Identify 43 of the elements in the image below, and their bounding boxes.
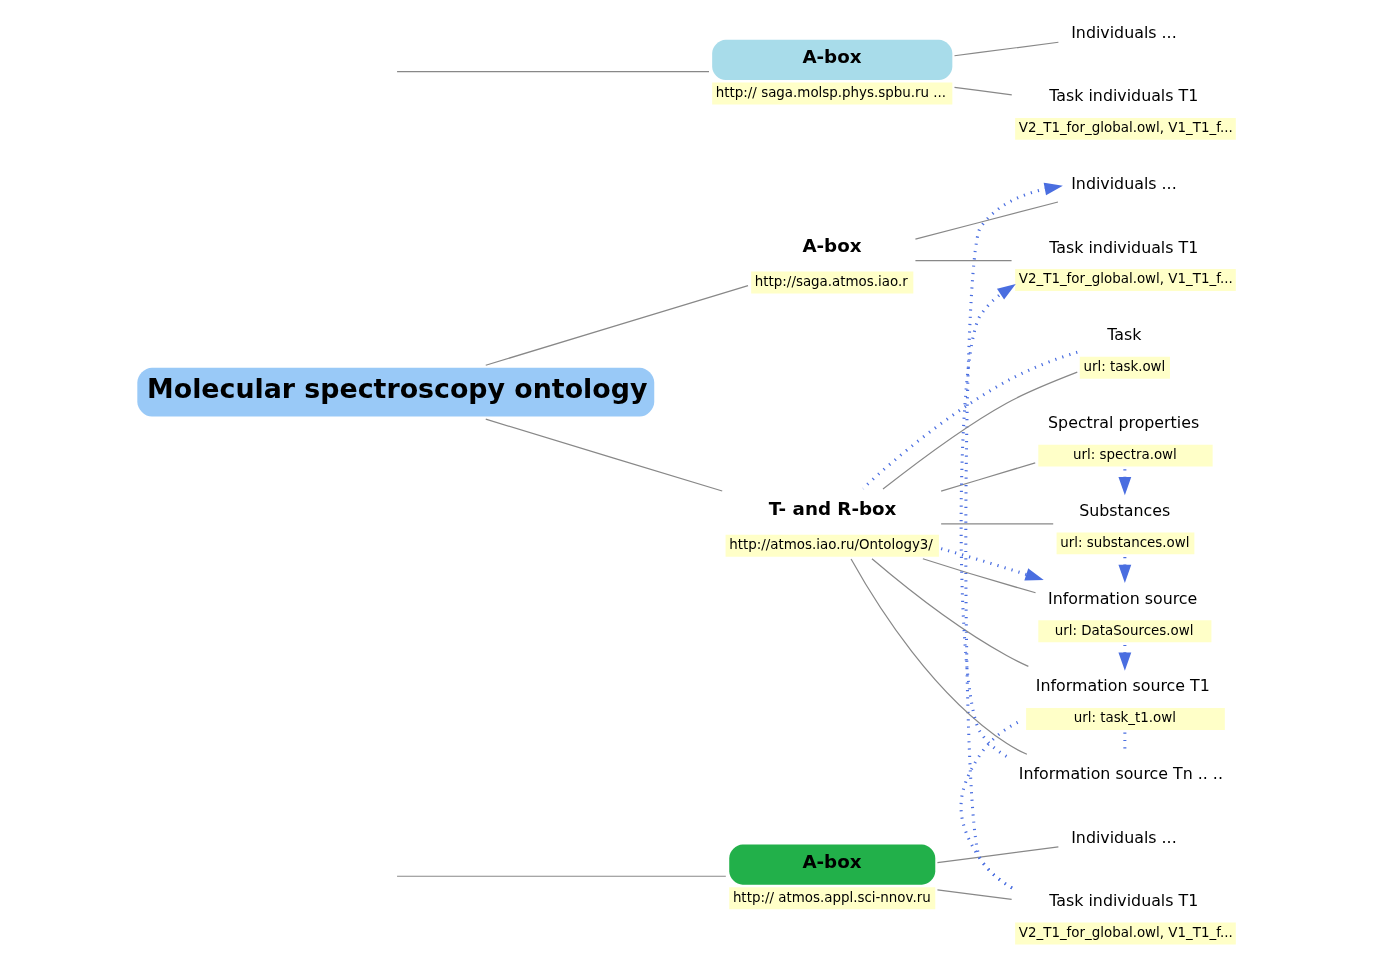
node-label: Information source T1 [1035,676,1210,696]
node-text: Individuals ... [1071,22,1177,42]
connector [922,558,1037,594]
connector [396,875,727,877]
connector [953,86,1013,96]
connector [940,462,1036,492]
connector [485,418,723,492]
node-label: Substances [1079,500,1171,520]
node-box: http://saga.atmos.iao.r [751,271,914,294]
node-box: url: task.owl [1079,356,1170,379]
connector [485,284,749,366]
node-label: Information source [1048,588,1198,608]
arrow [940,547,1044,581]
node-label: Task individuals T1 [1049,890,1199,910]
connector [940,523,1054,525]
node-box: url: task_t1.owl [1026,708,1225,730]
node-box: url: substances.owl [1056,532,1195,555]
node-box: V2_T1_for_global.owl, V1_T1_f... [1015,922,1236,945]
connector [936,889,1013,901]
connector [396,70,710,73]
node-text: Individuals ... [1071,827,1177,847]
arrow [959,284,1016,758]
node-box: V2_T1_for_global.owl, V1_T1_f... [1015,269,1236,292]
node-box: url: spectra.owl [1038,444,1213,467]
node-label: Task [1107,325,1142,345]
node-label: A-box [802,235,862,257]
connector [850,558,1028,755]
node-text: Information source Tn .. .. [1018,764,1223,784]
connector [882,371,1078,490]
node-box: url: DataSources.owl [1038,620,1212,643]
node-box: V2_T1_for_global.owl, V1_T1_f... [1015,117,1236,140]
connector [953,41,1059,57]
connector [871,558,1029,667]
connector [914,201,1059,240]
node-text: Individuals ... [1071,174,1177,194]
connector [936,846,1059,864]
connector [914,259,1013,262]
node-box: Molecular spectroscopy ontology [137,367,655,417]
node-box: http://atmos.iao.ru/Ontology3/ [725,534,939,557]
node-label: Spectral properties [1048,413,1200,433]
node-label: T- and R-box [768,498,897,520]
node-label: Task individuals T1 [1049,86,1199,106]
node-label: Task individuals T1 [1049,237,1199,257]
